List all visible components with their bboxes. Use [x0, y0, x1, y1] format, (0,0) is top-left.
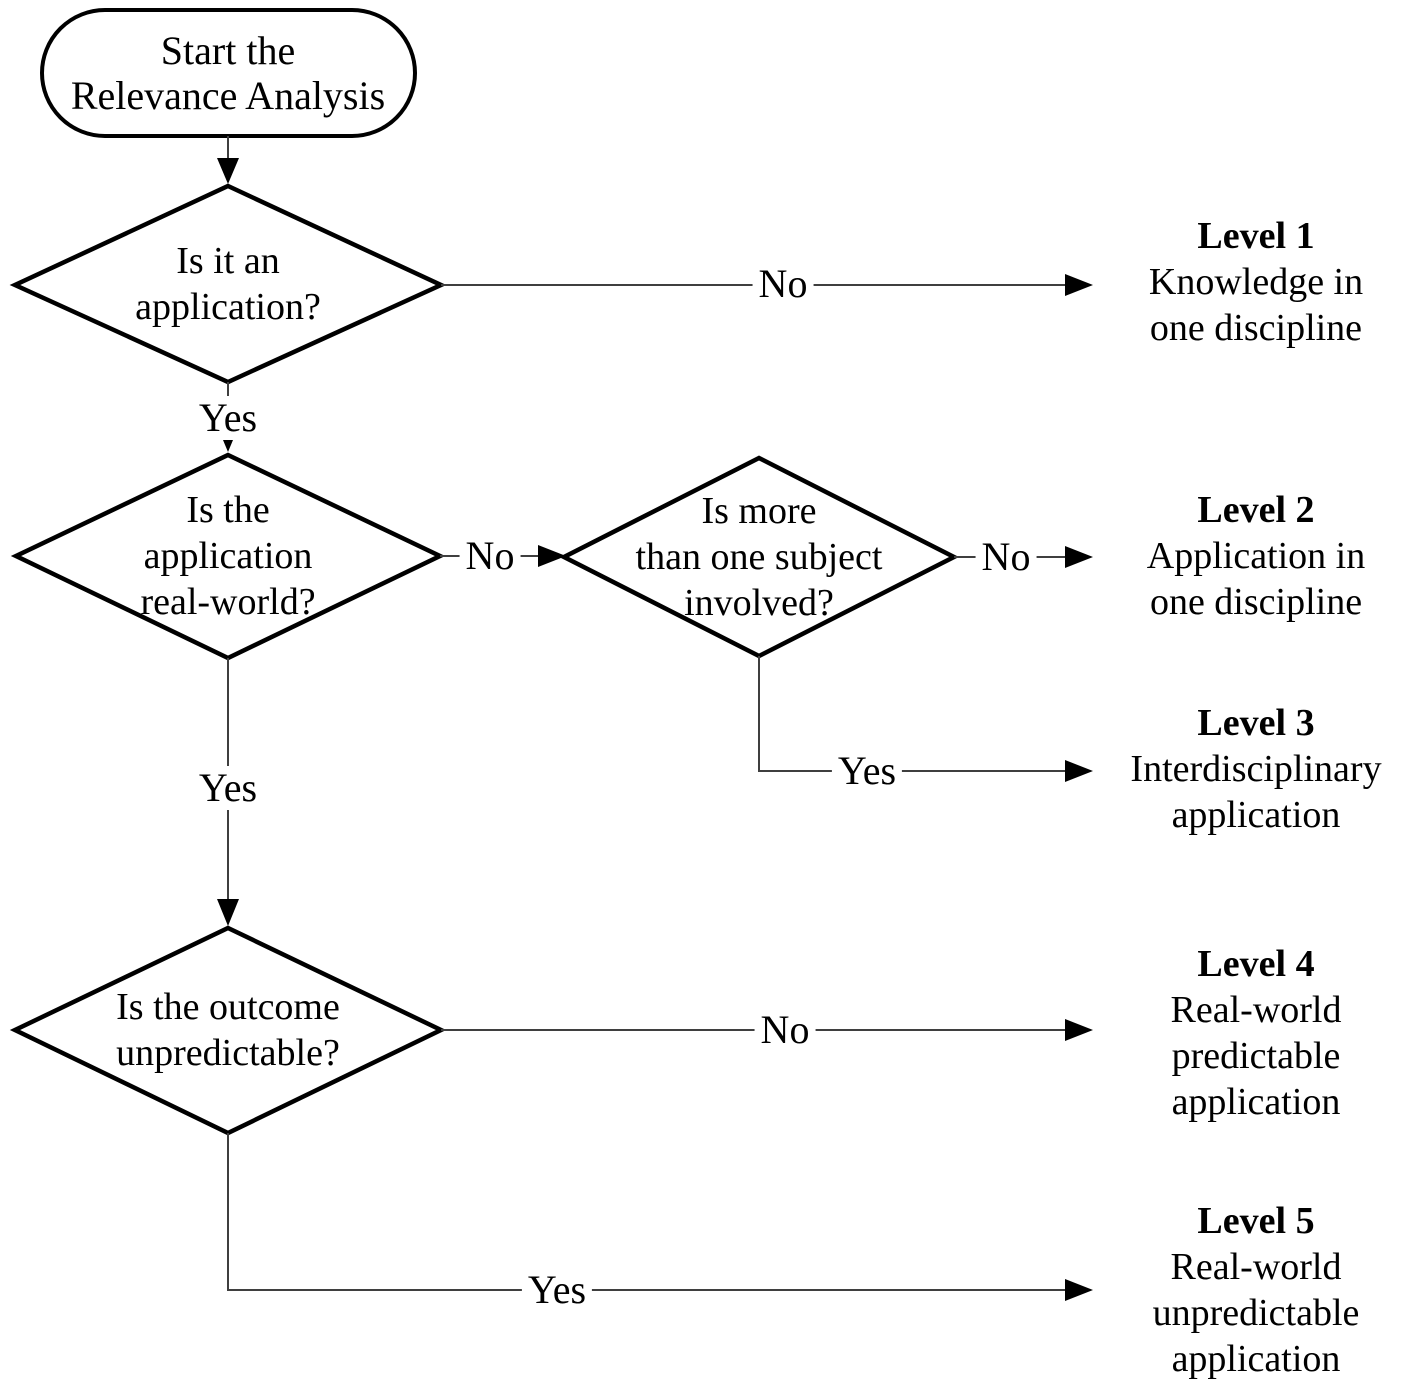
level-1-line: one discipline [1149, 307, 1363, 349]
q3-line: involved? [684, 582, 834, 624]
arrowhead-start-q1 [217, 158, 239, 184]
q4-line: Is the outcome [116, 986, 340, 1028]
edge-label-q1-yes: Yes [192, 396, 264, 440]
edge-label-q4-yes: Yes [521, 1268, 593, 1312]
arrowhead-q2-q4 [217, 899, 239, 926]
arrowhead-q4-level5 [1065, 1279, 1093, 1301]
level-1-line: Knowledge in [1148, 261, 1364, 303]
level-5-line: unpredictable [1152, 1292, 1360, 1334]
level-4-line: Real-world [1170, 989, 1342, 1031]
outcome-level-1: Level 1 Knowledge in one discipline [1149, 213, 1363, 351]
q3-label: Is more than one subject involved? [636, 488, 883, 626]
level-5-line: Real-world [1170, 1246, 1342, 1288]
q4-label: Is the outcome unpredictable? [116, 984, 340, 1076]
q2-line: application [143, 535, 313, 577]
q4-line: unpredictable? [116, 1032, 340, 1074]
level-4-line: application [1171, 1081, 1341, 1123]
level-4-line: predictable [1171, 1035, 1341, 1077]
level-3-line: Interdisciplinary [1130, 748, 1382, 790]
q2-line: Is the [186, 489, 270, 531]
outcome-level-4: Level 4 Real-world predictable applicati… [1171, 941, 1342, 1125]
level-1-title: Level 1 [1197, 215, 1315, 257]
q1-line: Is it an [176, 240, 280, 282]
arrowhead-q1-level1 [1065, 274, 1093, 296]
edge-label-q3-yes: Yes [831, 749, 903, 793]
connector-q4-level5 [227, 1133, 1066, 1291]
level-2-title: Level 2 [1197, 489, 1315, 531]
arrowhead-q3-level2 [1065, 546, 1093, 568]
q3-line: Is more [701, 490, 817, 532]
q2-line: real-world? [140, 581, 316, 623]
arrowhead-q4-level4 [1065, 1019, 1093, 1041]
level-3-line: application [1171, 794, 1341, 836]
level-4-title: Level 4 [1197, 943, 1315, 985]
q1-line: application? [135, 286, 321, 328]
edge-label-q3-no: No [975, 535, 1037, 579]
edge-label-q2-yes: Yes [192, 766, 264, 810]
arrowhead-q3-level3 [1065, 760, 1093, 782]
outcome-level-5: Level 5 Real-world unpredictable applica… [1153, 1198, 1360, 1382]
outcome-level-2: Level 2 Application in one discipline [1147, 487, 1365, 625]
outcome-level-3: Level 3 Interdisciplinary application [1130, 700, 1381, 838]
start-line: Relevance Analysis [70, 73, 386, 118]
arrowhead-q2-q3 [538, 545, 566, 567]
q1-label: Is it an application? [135, 238, 321, 330]
edge-label-q1-no: No [752, 262, 814, 306]
level-5-title: Level 5 [1197, 1200, 1315, 1242]
connector-q3-level3 [758, 656, 1066, 772]
start-line: Start the [160, 28, 296, 73]
level-5-line: application [1171, 1338, 1341, 1380]
start-node-label: Start the Relevance Analysis [71, 28, 385, 118]
q2-label: Is the application real-world? [140, 487, 315, 625]
level-2-line: one discipline [1149, 581, 1363, 623]
q3-line: than one subject [635, 536, 883, 578]
level-3-title: Level 3 [1197, 702, 1315, 744]
level-2-line: Application in [1146, 535, 1366, 577]
edge-label-q4-no: No [754, 1008, 816, 1052]
edge-label-q2-no: No [459, 534, 521, 578]
